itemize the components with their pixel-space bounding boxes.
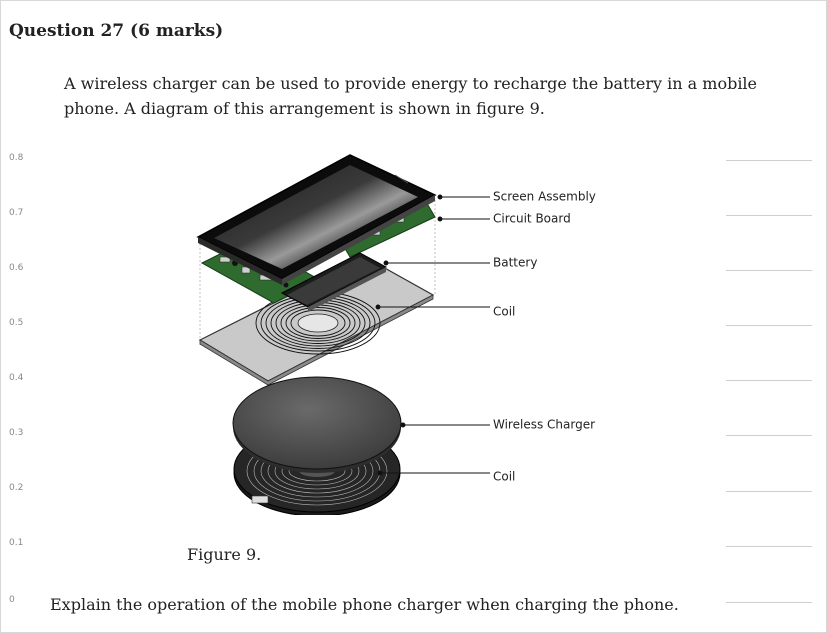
answer-rule	[726, 491, 812, 492]
figure-caption: Figure 9.	[187, 545, 261, 564]
label-circuit-board: Circuit Board	[493, 212, 571, 226]
answer-rule	[726, 602, 812, 603]
label-battery: Battery	[493, 256, 537, 270]
answer-rule	[726, 435, 812, 436]
label-coil-charger: Coil	[493, 470, 515, 484]
question-title: Question 27 (6 marks)	[9, 21, 223, 41]
answer-rule	[726, 546, 812, 547]
wireless-charger-diagram: Screen Assembly Circuit Board Battery Co…	[190, 145, 610, 515]
label-wireless-charger: Wireless Charger	[493, 418, 595, 432]
charger-pad	[233, 377, 401, 473]
side-tick: 0.4	[9, 373, 23, 383]
side-tick: 0	[9, 595, 15, 605]
side-tick: 0.1	[9, 538, 23, 548]
side-tick: 0.7	[9, 208, 23, 218]
side-tick: 0.2	[9, 483, 23, 493]
answer-rule	[726, 160, 812, 161]
answer-rule	[726, 215, 812, 216]
question-intro: A wireless charger can be used to provid…	[64, 71, 804, 121]
answer-rule	[726, 380, 812, 381]
answer-rule	[726, 270, 812, 271]
label-coil-phone: Coil	[493, 305, 515, 319]
answer-rule	[726, 325, 812, 326]
side-tick: 0.8	[9, 153, 23, 163]
side-tick: 0.3	[9, 428, 23, 438]
side-tick: 0.5	[9, 318, 23, 328]
label-screen-assembly: Screen Assembly	[493, 190, 596, 204]
question-prompt: Explain the operation of the mobile phon…	[50, 595, 679, 614]
side-tick: 0.6	[9, 263, 23, 273]
